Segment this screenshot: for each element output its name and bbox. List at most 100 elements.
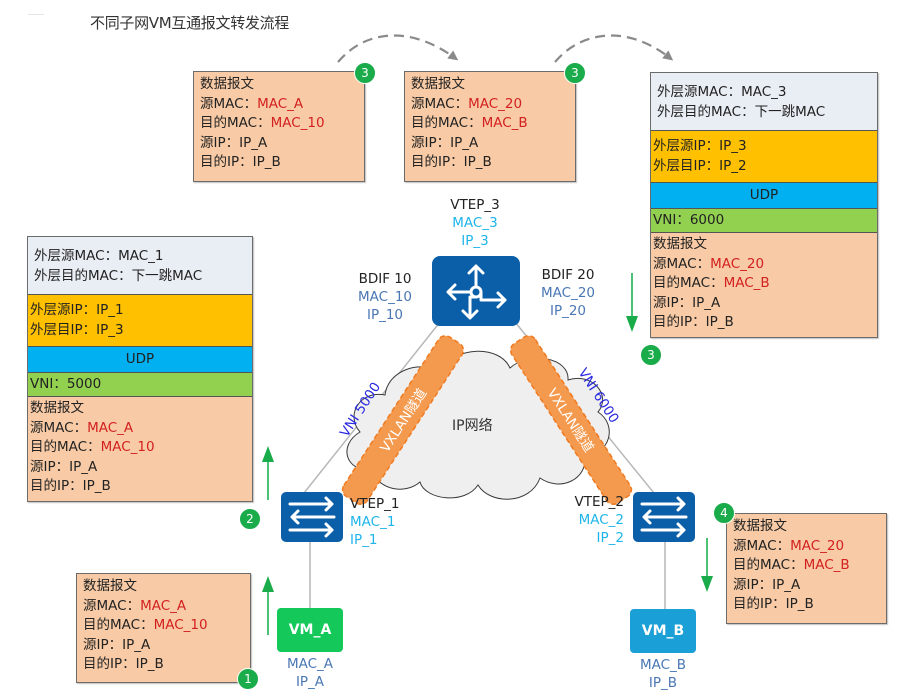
packet-src-ip: 源IP：IP_A [83,636,151,653]
outer-dst-mac: 外层目的MAC：下一跳MAC [34,267,203,284]
packet-src-mac: 源MAC：MAC_A [83,597,187,614]
packet-dst-mac: 目的MAC：MAC_B [733,557,850,573]
vm-ip: IP_B [648,675,678,691]
step-badge-1: 1 [237,668,259,690]
bdif10-label: BDIF 10 MAC_10 IP_10 [345,270,425,324]
packet-src-mac: 源MAC：MAC_A [200,95,304,112]
packet-step3c-encapsulated: 外层源MAC：MAC_3 外层目的MAC：下一跳MAC 外层源IP：IP_3 外… [650,72,878,338]
packet-src-mac: 源MAC：MAC_A [30,419,134,436]
packet-dst-mac: 目的MAC：MAC_10 [30,439,155,455]
interface-ip: IP_20 [549,303,587,319]
packet-dst-ip: 目的IP：IP_B [83,656,164,672]
packet-src-ip: 源IP：IP_A [30,458,98,475]
packet-dst-ip: 目的IP：IP_B [733,596,814,612]
outer-ip-header: 外层源IP：IP_3 外层目IP：IP_2 [651,131,877,183]
packet-src-ip: 源IP：IP_A [411,134,479,151]
packet-dst-ip: 目的IP：IP_B [30,478,111,494]
device-ip: IP_2 [596,530,624,546]
packet-header: 数据报文 [733,518,787,534]
packet-header: 数据报文 [83,578,137,594]
packet-step1: 数据报文 源MAC：MAC_A 目的MAC：MAC_10 源IP：IP_A 目的… [76,573,251,683]
switch-icon-vtep2[interactable] [633,492,695,542]
bdif20-label: BDIF 20 MAC_20 IP_20 [528,266,608,320]
step-badge-2: 2 [239,508,261,530]
flow-arrow-down-4 [701,538,713,592]
outer-dst-mac: 外层目的MAC：下一跳MAC [657,103,826,120]
packet-header: 数据报文 [30,400,84,416]
device-mac: MAC_3 [452,215,498,231]
packet-step3b: 数据报文 源MAC：MAC_20 目的MAC：MAC_B 源IP：IP_A 目的… [404,71,576,182]
packet-dst-ip: 目的IP：IP_B [653,314,734,330]
outer-src-ip: 外层源IP：IP_1 [30,302,124,318]
outer-src-ip: 外层源IP：IP_3 [653,138,747,154]
packet-src-ip: 源IP：IP_A [653,294,721,311]
device-name: VTEP_3 [450,197,500,213]
vtep2-label: VTEP_2 MAC_2 IP_2 [560,493,625,547]
packet-dst-ip: 目的IP：IP_B [200,154,281,170]
diagram-title: 不同子网VM互通报文转发流程 [90,14,290,32]
device-mac: MAC_2 [578,512,624,528]
interface-name: BDIF 10 [358,271,412,287]
device-name: VTEP_1 [350,496,400,512]
udp-header: UDP [651,183,877,209]
packet-header: 数据报文 [653,236,707,252]
outer-src-mac: 外层源MAC：MAC_1 [34,248,164,264]
device-mac: MAC_1 [350,514,396,530]
vm-b[interactable]: VM_B [630,609,696,653]
vxlan-header: VNI：5000 [28,373,252,397]
packet-src-mac: 源MAC：MAC_20 [733,537,845,554]
packet-src-ip: 源IP：IP_A [200,134,268,151]
outer-ip-header: 外层源IP：IP_1 外层目IP：IP_3 [28,295,252,347]
vtep3-label: VTEP_3 MAC_3 IP_3 [430,196,520,250]
packet-header: 数据报文 [411,76,465,92]
decorative-line [28,14,44,15]
inner-packet: 数据报文 源MAC：MAC_A 目的MAC：MAC_10 源IP：IP_A 目的… [28,397,252,501]
vm-mac: MAC_A [286,656,334,672]
packet-dst-mac: 目的MAC：MAC_10 [83,617,208,633]
vm-ip: IP_A [295,674,325,690]
inner-packet: 数据报文 源MAC：MAC_20 目的MAC：MAC_B 源IP：IP_A 目的… [651,233,877,337]
packet-src-ip: 源IP：IP_A [733,576,801,593]
interface-name: BDIF 20 [541,267,595,283]
flow-arrow-3b-3c [554,34,674,63]
outer-mac-header: 外层源MAC：MAC_1 外层目的MAC：下一跳MAC [28,237,252,295]
vm-a-label: MAC_A IP_A [270,655,350,691]
packet-dst-mac: 目的MAC：MAC_B [653,275,770,291]
switch-icon-vtep1[interactable] [281,492,343,542]
device-ip: IP_1 [350,532,378,548]
outer-dst-ip: 外层目IP：IP_3 [30,321,124,338]
device-name: VTEP_2 [574,494,625,510]
flow-arrow-up-1 [262,576,274,635]
flow-arrow-down-3 [626,273,638,332]
cloud-label: IP网络 [452,418,493,434]
interface-mac: MAC_20 [541,285,595,301]
vtep1-label: VTEP_1 MAC_1 IP_1 [350,495,400,549]
vm-mac: MAC_B [639,657,687,673]
interface-ip: IP_10 [366,307,404,323]
vm-a[interactable]: VM_A [277,608,343,652]
packet-header: 数据报文 [200,76,254,92]
step-badge-3: 3 [354,62,376,84]
packet-dst-ip: 目的IP：IP_B [411,154,492,170]
packet-dst-mac: 目的MAC：MAC_B [411,115,528,131]
vm-b-label: MAC_B IP_B [623,656,703,692]
step-badge-3: 3 [564,62,586,84]
outer-mac-header: 外层源MAC：MAC_3 外层目的MAC：下一跳MAC [651,73,877,131]
packet-dst-mac: 目的MAC：MAC_10 [200,115,325,131]
packet-step3a: 数据报文 源MAC：MAC_A 目的MAC：MAC_10 源IP：IP_A 目的… [193,71,365,182]
device-ip: IP_3 [461,233,489,249]
packet-step2-encapsulated: 外层源MAC：MAC_1 外层目的MAC：下一跳MAC 外层源IP：IP_1 外… [27,236,253,502]
router-icon[interactable] [432,256,520,326]
flow-arrow-up-2 [262,446,274,500]
packet-src-mac: 源MAC：MAC_20 [411,95,523,112]
flow-arrow-3a-3b [337,34,459,63]
step-badge-4: 4 [713,502,735,524]
packet-src-mac: 源MAC：MAC_20 [653,255,765,272]
interface-mac: MAC_10 [358,289,412,305]
step-badge-3: 3 [640,344,662,366]
udp-header: UDP [28,347,252,373]
packet-step4: 数据报文 源MAC：MAC_20 目的MAC：MAC_B 源IP：IP_A 目的… [726,513,887,624]
outer-dst-ip: 外层目IP：IP_2 [653,157,747,174]
vxlan-header: VNI：6000 [651,209,877,233]
